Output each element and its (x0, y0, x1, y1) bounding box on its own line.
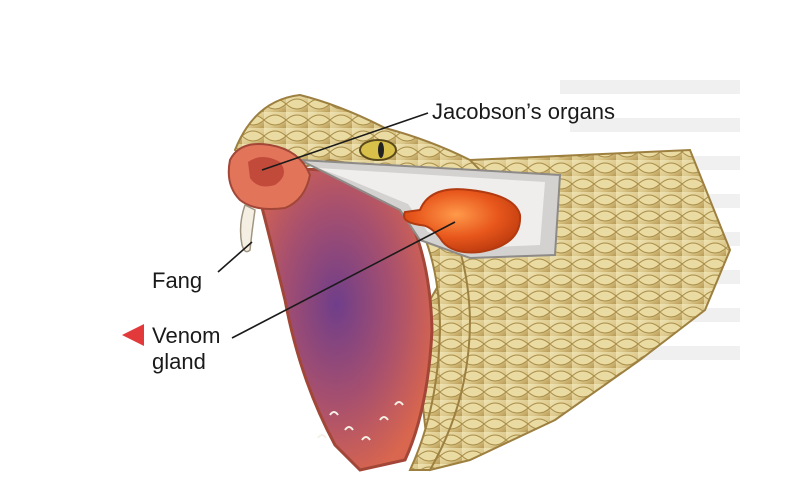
venom-gland (403, 188, 522, 254)
label-venom-gland: Venom gland (152, 323, 221, 375)
lower-teeth (317, 401, 404, 441)
leader-venom (231, 221, 456, 339)
label-venom-line2: gland (152, 349, 206, 374)
fang (239, 203, 256, 253)
leader-jacobson (261, 112, 429, 171)
jacobsons-organ (248, 157, 284, 187)
leader-lines (217, 112, 456, 339)
label-jacobsons-organs: Jacobson’s organs (432, 99, 616, 124)
label-venom-line1: Venom (152, 323, 221, 348)
leader-fang (217, 241, 253, 273)
lower-jaw (403, 188, 472, 471)
label-fang: Fang (152, 268, 203, 293)
red-left-triangle-icon (122, 324, 144, 346)
